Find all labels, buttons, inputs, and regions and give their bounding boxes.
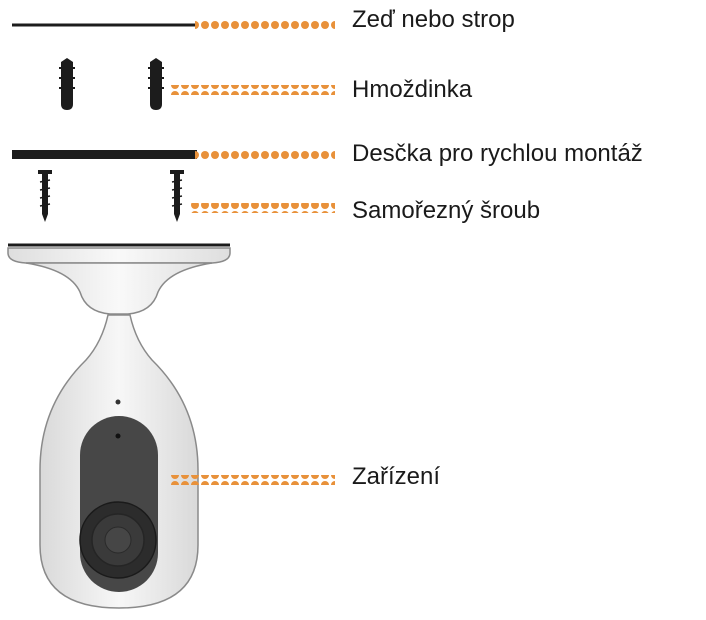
camera-device-icon [7,243,231,609]
label-self-tapping-screw: Samořezný šroub [352,197,541,224]
screw-icon [38,170,52,222]
screw-callout-dots [190,203,335,213]
wall-anchor-icon [148,58,164,110]
label-device: Zařízení [352,463,441,490]
plate-callout-dots [195,150,335,160]
wall-callout-dots [195,20,335,30]
label-wall-or-ceiling: Zeď nebo strop [352,6,515,33]
label-quick-mount-plate: Desčka pro rychlou montáž [352,140,643,167]
wall-anchor-icon [59,58,75,110]
anchor-callout-dots [170,85,335,95]
label-wall-anchor: Hmoždinka [352,76,473,103]
device-callout-dots [170,475,335,485]
screw-icon [170,170,184,222]
mount-plate-icon [12,150,197,159]
